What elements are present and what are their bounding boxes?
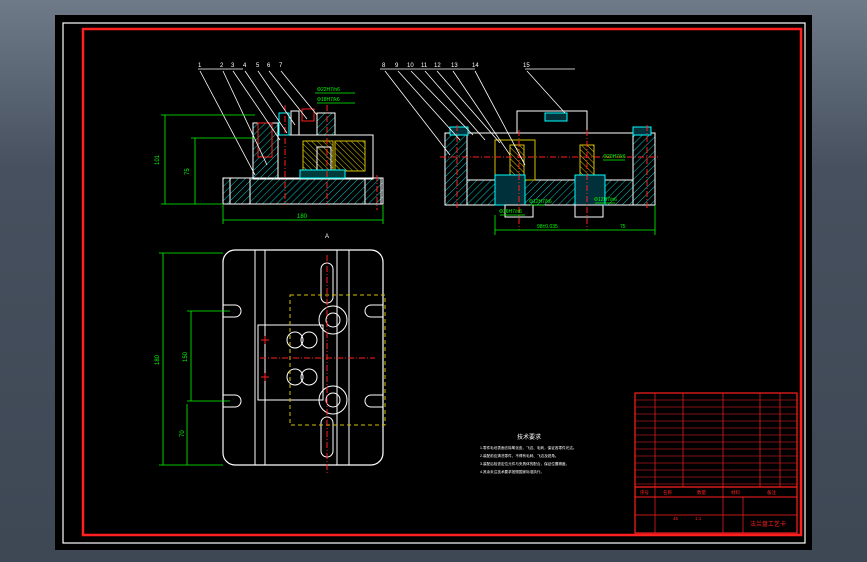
tech-req-line-3: 3.装配后检查定位元件与夹具体的配合，保证位置精度。 xyxy=(480,461,569,466)
front-part-6: 6 xyxy=(267,63,271,69)
tech-req-line-4: 4.其余未注技术要求按照国家标准执行。 xyxy=(480,469,544,474)
front-part-3: 3 xyxy=(231,63,235,69)
drawing-border xyxy=(81,27,803,537)
front-part-4: 4 xyxy=(243,63,247,69)
cad-viewport[interactable]: 1 2 3 4 5 6 7 101 75 180 Φ22H7/n6 Φ18H7/… xyxy=(55,15,812,550)
dim-fit-12a: Φ12H7/k6 xyxy=(529,199,552,205)
dim-fit-36: Φ36H7/n6 xyxy=(499,209,522,215)
side-part-15: 15 xyxy=(523,63,530,69)
front-part-1: 1 xyxy=(198,63,202,69)
dim-overall-width: 180 xyxy=(297,214,308,220)
section-mark: A xyxy=(325,234,329,240)
dim-fit-12b: Φ12H7/n6 xyxy=(594,197,617,203)
dim-center-distance: 98±0.035 xyxy=(537,224,558,230)
side-part-12: 12 xyxy=(434,63,441,69)
front-part-2: 2 xyxy=(220,63,224,69)
tech-req-title: 技术要求 xyxy=(517,433,541,441)
dim-total-height: 101 xyxy=(155,154,161,165)
dim-70: 70 xyxy=(180,430,186,437)
dim-offset: 75 xyxy=(620,224,626,230)
dim-height-75: 75 xyxy=(185,168,191,175)
bom-header-material: 材料 xyxy=(731,489,740,496)
side-part-8: 8 xyxy=(382,63,386,69)
front-part-7: 7 xyxy=(279,63,283,69)
scale-value: 1:1 xyxy=(695,516,702,521)
fixture-assembly-drawing xyxy=(62,22,806,544)
side-part-11: 11 xyxy=(421,63,428,69)
dim-fit-18: Φ18H7/k6 xyxy=(317,97,340,103)
outer-frame xyxy=(62,22,806,544)
title-block xyxy=(634,392,798,534)
dim-total-length: 180 xyxy=(155,354,161,365)
bom-header-name: 名称 xyxy=(663,489,672,496)
front-view xyxy=(161,68,384,224)
bom-header-remark: 备注 xyxy=(767,489,776,496)
top-view xyxy=(159,249,386,475)
dim-fit-20: Φ20H7/k6 xyxy=(603,154,626,160)
dim-150: 150 xyxy=(183,351,189,362)
bom-header-no: 序号 xyxy=(640,489,649,496)
tech-req-line-1: 1.零件毛坯表面去除氧化皮、飞边、毛刺，保证各零件光洁。 xyxy=(480,445,576,450)
side-part-14: 14 xyxy=(472,63,479,69)
material-value: 45 xyxy=(673,516,679,521)
front-part-5: 5 xyxy=(256,63,260,69)
drawing-title: 法兰盘工艺卡 xyxy=(750,520,786,528)
drawing-labels: 1 2 3 4 5 6 7 101 75 180 Φ22H7/n6 Φ18H7/… xyxy=(155,63,786,528)
dim-fit-22: Φ22H7/n6 xyxy=(317,87,340,93)
side-part-13: 13 xyxy=(451,63,458,69)
side-part-9: 9 xyxy=(395,63,399,69)
bom-header-qty: 数量 xyxy=(697,489,706,496)
side-part-10: 10 xyxy=(407,63,414,69)
side-view xyxy=(380,68,660,235)
tech-req-line-2: 2.装配前应清洗零件，不得有毛刺、飞边及锐角。 xyxy=(480,453,558,458)
